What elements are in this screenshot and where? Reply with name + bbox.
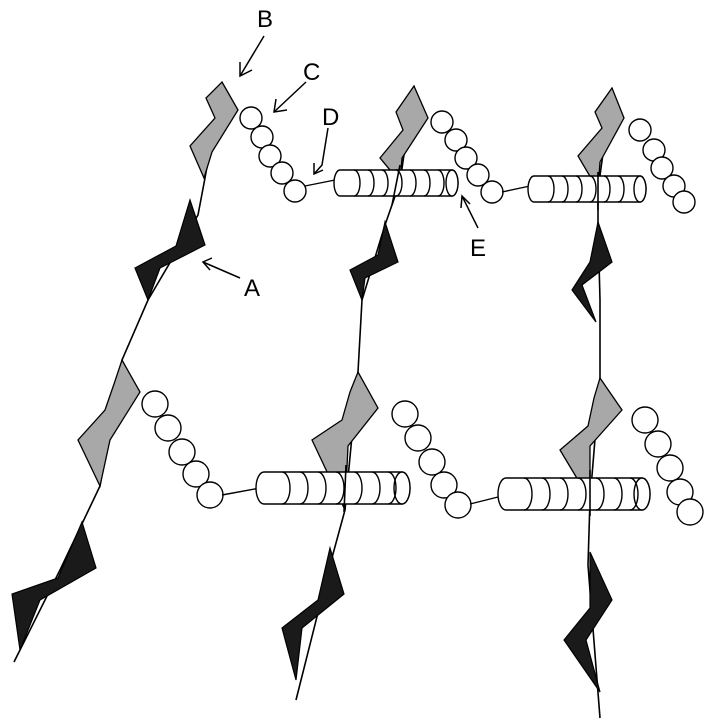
bead	[141, 390, 169, 418]
bead-chains	[141, 106, 704, 526]
label-b: B	[257, 6, 273, 33]
bead-chain-top-right	[628, 118, 696, 214]
gray-segment-left-bottom	[77, 358, 141, 488]
arrow-e	[460, 194, 479, 229]
arrow-c	[273, 81, 307, 113]
gray-segments	[77, 80, 625, 511]
bead	[628, 118, 652, 142]
backbone-overlay-middle-bottom	[343, 464, 347, 513]
bead	[650, 156, 674, 180]
gray-segment-right-top	[577, 86, 625, 193]
bead	[239, 106, 263, 130]
gray-segment-left-top	[189, 80, 239, 180]
black-segment-left-top	[134, 198, 206, 302]
cylinder-bottom-right	[497, 477, 651, 511]
cylinder-bottom-left	[255, 471, 411, 505]
bead	[168, 438, 196, 466]
bead	[480, 180, 504, 204]
bead	[466, 163, 490, 187]
bead	[391, 400, 419, 428]
bead	[454, 146, 478, 170]
gray-segment-right-bottom	[559, 376, 623, 503]
bead	[444, 491, 472, 519]
bead	[418, 448, 446, 476]
bead	[404, 424, 432, 452]
black-segments	[11, 198, 613, 693]
black-segment-middle-bottom	[281, 545, 345, 681]
label-a: A	[244, 275, 260, 302]
bead	[258, 144, 282, 168]
black-segment-left-bottom	[11, 520, 97, 653]
black-segment-right-top	[571, 219, 613, 323]
linker-top-left	[304, 179, 336, 187]
bead	[196, 481, 224, 509]
bead	[182, 460, 210, 488]
bead-chain-top-left	[239, 106, 307, 203]
arrow-d	[313, 127, 329, 176]
bead	[631, 406, 659, 434]
bead	[430, 471, 458, 499]
linkers	[221, 179, 531, 505]
linker-bottom-left	[221, 487, 261, 496]
bead	[676, 498, 704, 526]
black-segment-middle-top	[349, 219, 399, 303]
bead	[656, 454, 684, 482]
bead	[430, 110, 454, 134]
black-segment-right-bottom	[563, 551, 613, 693]
bead	[283, 179, 307, 203]
backbone-overlay	[343, 164, 599, 516]
bead	[644, 430, 672, 458]
arrow-b	[239, 35, 265, 78]
bead	[154, 414, 182, 442]
labels: B C D A E	[244, 6, 486, 302]
left-chain-line	[13, 81, 223, 663]
cylinders	[255, 169, 651, 511]
linker-top-middle	[501, 185, 531, 193]
label-c: C	[303, 59, 320, 86]
label-e: E	[470, 235, 486, 262]
linker-bottom-middle	[469, 495, 503, 505]
bead-chain-bottom-middle	[391, 400, 472, 519]
bead	[270, 161, 294, 185]
bead	[672, 190, 696, 214]
backbone-overlay-middle-top	[391, 164, 401, 206]
bead-chain-bottom-left	[141, 390, 224, 509]
backbone-lines	[13, 81, 613, 719]
label-d: D	[322, 104, 339, 131]
cylinder-top-right	[527, 175, 647, 203]
bead-chain-top-middle	[430, 110, 504, 204]
arrow-a	[201, 257, 241, 279]
label-arrows	[201, 35, 479, 279]
bead-chain-bottom-right	[631, 406, 704, 526]
gray-segment-middle-top	[379, 84, 429, 184]
bead	[444, 128, 468, 152]
